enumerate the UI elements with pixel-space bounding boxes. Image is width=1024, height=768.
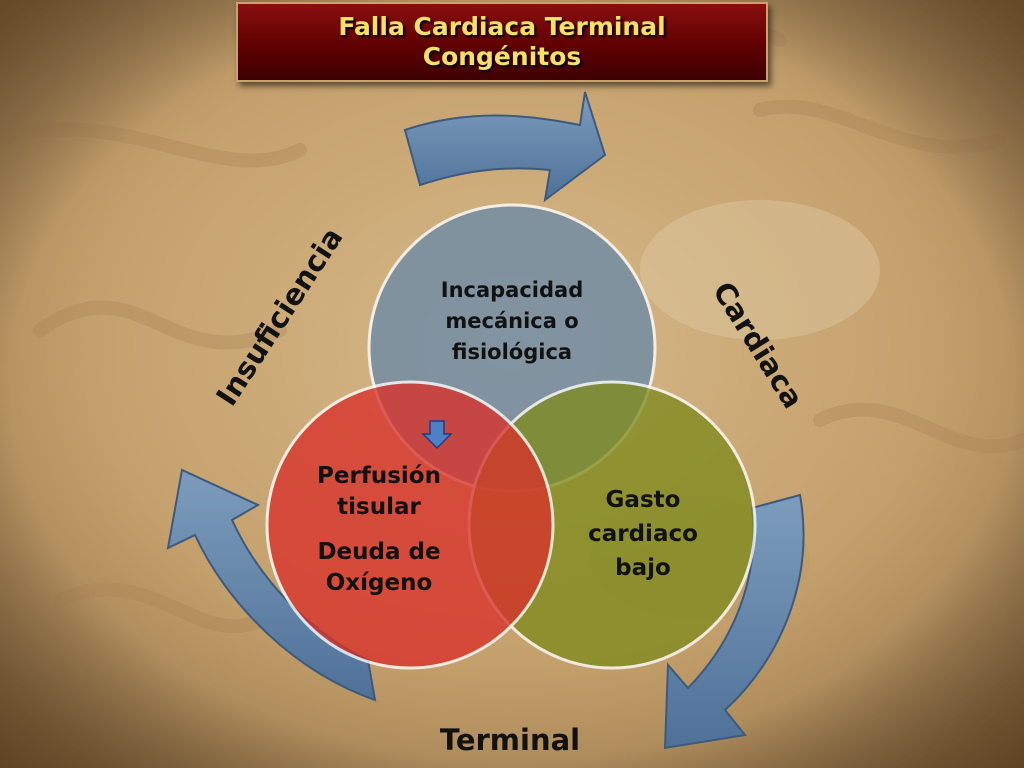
circle-text-line: fisiológica: [452, 340, 572, 364]
title-banner: Falla Cardiaca Terminal Congénitos: [236, 2, 768, 82]
circle-text-line: Gasto: [606, 487, 681, 513]
circle-text-line: Deuda de: [317, 539, 440, 565]
circle-incapacidad-label: Incapacidad mecánica o fisiológica: [441, 278, 583, 364]
circle-text-line: Oxígeno: [326, 570, 433, 596]
circle-perfusion: [265, 380, 555, 670]
terminal-label: Terminal: [439, 723, 581, 757]
top-cycle-arrow: [403, 91, 607, 203]
title-line-2: Congénitos: [422, 42, 582, 71]
title-line-1: Falla Cardiaca Terminal: [338, 12, 666, 41]
right-cycle-arrow: [663, 493, 805, 750]
circle-text-line: mecánica o: [445, 309, 578, 333]
circle-text-line: Perfusión: [317, 463, 441, 489]
circle-text-line: bajo: [615, 555, 671, 581]
circle-text-line: tisular: [337, 494, 421, 520]
circle-text-line: cardiaco: [588, 521, 698, 547]
circle-gasto-label: Gasto cardiaco bajo: [588, 487, 698, 581]
down-arrow-icon: [421, 420, 453, 450]
circle-text-line: Incapacidad: [441, 278, 583, 302]
